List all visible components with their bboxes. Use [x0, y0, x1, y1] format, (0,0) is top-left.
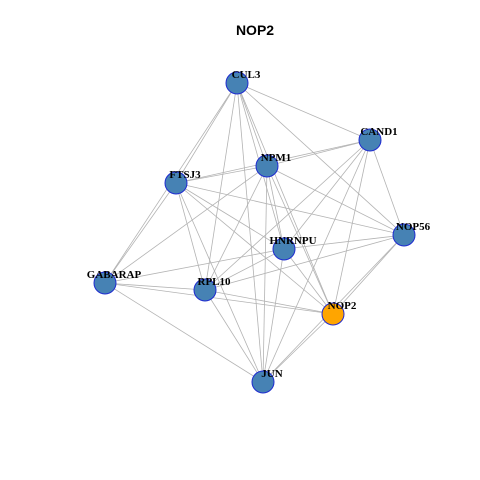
node-rpl10 — [193, 278, 217, 302]
edge-rpl10-nop2 — [204, 289, 334, 315]
edge-ftsj3-rpl10 — [175, 182, 206, 291]
node-jun — [251, 370, 275, 394]
edge-cul3-nop56 — [236, 82, 405, 236]
edge-npm1-nop2 — [266, 165, 334, 315]
node-nop2 — [321, 302, 345, 326]
figure-title: NOP2 — [236, 22, 274, 38]
edge-hnrnpu-jun — [262, 248, 285, 383]
edge-hnrnpu-gabarap — [104, 248, 285, 284]
edge-npm1-hnrnpu — [266, 165, 285, 250]
edge-rpl10-jun — [204, 289, 264, 383]
node-label-nop2: NOP2 — [328, 300, 357, 312]
node-label-rpl10: RPL10 — [198, 276, 232, 288]
edge-gabarap-rpl10 — [104, 282, 206, 291]
node-label-hnrnpu: HNRNPU — [269, 235, 316, 247]
node-layer — [93, 71, 416, 394]
edge-ftsj3-nop56 — [175, 182, 405, 236]
node-label-ftsj3: FTSJ3 — [169, 169, 201, 181]
node-cul3 — [225, 71, 249, 95]
node-label-nop56: NOP56 — [396, 221, 431, 233]
edge-cul3-ftsj3 — [175, 82, 238, 184]
edge-hnrnpu-rpl10 — [204, 248, 285, 291]
edge-cand1-hnrnpu — [283, 139, 371, 250]
edge-gabarap-nop2 — [104, 282, 334, 315]
node-hnrnpu — [272, 237, 296, 261]
node-gabarap — [93, 271, 117, 295]
node-label-cand1: CAND1 — [360, 126, 397, 138]
node-label-gabarap: GABARAP — [87, 269, 142, 281]
edge-cul3-cand1 — [236, 82, 371, 141]
node-npm1 — [255, 154, 279, 178]
edge-npm1-gabarap — [104, 165, 268, 284]
edge-cand1-nop56 — [369, 139, 405, 236]
edge-npm1-jun — [262, 165, 268, 383]
edge-nop56-nop2 — [332, 234, 405, 315]
edge-hnrnpu-nop2 — [283, 248, 334, 315]
edge-ftsj3-gabarap — [104, 182, 177, 284]
edge-nop56-hnrnpu — [283, 234, 405, 250]
node-label-npm1: NPM1 — [261, 152, 292, 164]
node-label-jun: JUN — [261, 368, 282, 380]
edge-cand1-nop2 — [332, 139, 371, 315]
edge-nop2-jun — [262, 313, 334, 383]
node-ftsj3 — [164, 171, 188, 195]
edge-cand1-npm1 — [266, 139, 371, 167]
edge-cul3-rpl10 — [204, 82, 238, 291]
edge-nop56-rpl10 — [204, 234, 405, 291]
edge-ftsj3-nop2 — [175, 182, 334, 315]
edge-cul3-npm1 — [236, 82, 268, 167]
edge-npm1-nop56 — [266, 165, 405, 236]
edge-gabarap-jun — [104, 282, 264, 383]
node-cand1 — [358, 128, 382, 152]
node-nop56 — [392, 223, 416, 247]
edge-cand1-rpl10 — [204, 139, 371, 291]
edge-npm1-rpl10 — [204, 165, 268, 291]
edge-cul3-jun — [236, 82, 264, 383]
node-label-cul3: CUL3 — [232, 69, 261, 81]
edge-cand1-jun — [262, 139, 371, 383]
edge-cul3-nop2 — [236, 82, 334, 315]
edge-ftsj3-hnrnpu — [175, 182, 285, 250]
edge-npm1-ftsj3 — [175, 165, 268, 184]
